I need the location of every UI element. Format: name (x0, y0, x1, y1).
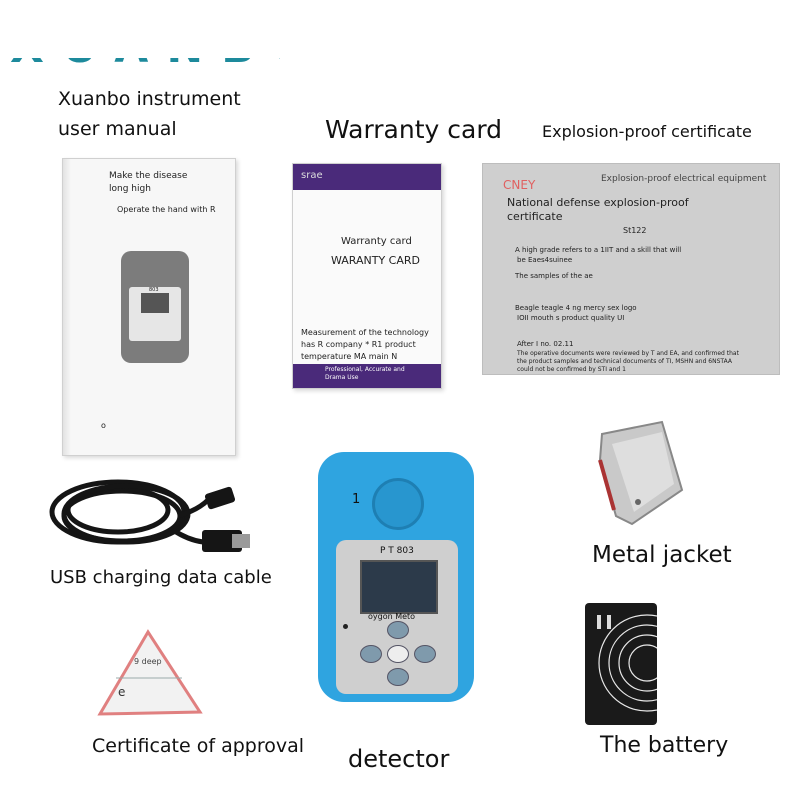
user-manual-booklet: Make the disease long high Operate the h… (62, 158, 236, 456)
sticker-text: 9 deep (134, 657, 162, 666)
cert-stamp: CNEY (503, 178, 536, 192)
manual-dot: o (101, 421, 106, 430)
cert-line: be Eaes4suinee (517, 256, 573, 264)
caption-approval: Certificate of approval (92, 735, 305, 757)
caption-jacket: Metal jacket (592, 542, 732, 568)
approval-sticker-image: 9 deep e (97, 629, 203, 716)
usb-cable-image (49, 479, 250, 552)
enter-button[interactable] (414, 645, 436, 663)
detector-model-label: P T 803 (380, 546, 414, 556)
caption-certificate: Explosion-proof certificate (542, 122, 752, 141)
indicator-led (343, 624, 348, 629)
brand-logo-text: XUANBO (10, 58, 280, 73)
battery-pattern-icon (597, 614, 696, 712)
cert-line: A high grade refers to a 1IIT and a skil… (515, 246, 682, 254)
warranty-card-body: temperature MA main N (301, 352, 398, 361)
cert-title: certificate (507, 210, 563, 223)
cert-line: The operative documents were reviewed by… (517, 350, 739, 357)
detector-brand-label: oygon Meto (368, 612, 416, 621)
warranty-card-body: has R company * R1 product (301, 340, 416, 349)
back-button[interactable] (360, 645, 382, 663)
battery-image (585, 603, 696, 725)
warranty-card-header: srae (301, 170, 323, 181)
manual-line: Make the disease (109, 171, 188, 181)
caption-detector: detector (348, 745, 450, 773)
warranty-card-footer: Drama Use (325, 374, 359, 381)
caption-manual-2: user manual (58, 118, 177, 140)
manual-fold (63, 159, 71, 455)
speaker-grille-icon (372, 478, 424, 530)
warranty-card-title: Warranty card (341, 236, 412, 247)
cert-line: the product samples and technical docume… (517, 358, 732, 365)
warranty-card-footer: Professional, Accurate and (325, 366, 405, 373)
detector-lcd-screen (360, 560, 438, 614)
cert-number: St122 (623, 226, 647, 235)
warranty-card: srae Warranty card WARANTY CARD Measurem… (292, 163, 442, 389)
brand-logo-strip: XUANBO (10, 58, 280, 76)
manual-device-label: 803 (149, 287, 159, 293)
caption-battery: The battery (600, 733, 729, 758)
arrow-up-button[interactable] (387, 621, 409, 639)
power-button[interactable] (387, 645, 409, 663)
warranty-card-title-caps: WARANTY CARD (331, 254, 421, 267)
cert-line: After I no. 02.11 (517, 340, 574, 348)
manual-line: long high (109, 184, 151, 194)
cert-header: Explosion-proof electrical equipment (601, 174, 767, 184)
manual-device-lcd (141, 293, 169, 313)
manual-line: Operate the hand with R (117, 205, 216, 214)
cert-title: National defense explosion-proof (507, 196, 689, 209)
cert-line: IOII mouth s product quality UI (517, 314, 625, 322)
detector-side-number: 1 (352, 492, 361, 507)
caption-warranty: Warranty card (325, 115, 503, 144)
cert-line: Beagle teagle 4 ng mercy sex logo (515, 304, 637, 312)
cert-line: The samples of the ae (515, 272, 593, 280)
warranty-card-body: Measurement of the technology (301, 328, 429, 337)
caption-manual-1: Xuanbo instrument (58, 88, 241, 110)
warranty-card-header-band (293, 164, 441, 190)
caption-cable: USB charging data cable (50, 567, 272, 588)
metal-jacket-image (598, 420, 684, 526)
cert-line: could not be confirmed by STI and 1 (517, 366, 626, 373)
warranty-card-footer-band (293, 364, 441, 388)
explosion-proof-certificate: Explosion-proof electrical equipment CNE… (482, 163, 780, 375)
sticker-letter: e (118, 685, 125, 699)
arrow-down-button[interactable] (387, 668, 409, 686)
manual-device-illustration: 803 (121, 251, 189, 363)
